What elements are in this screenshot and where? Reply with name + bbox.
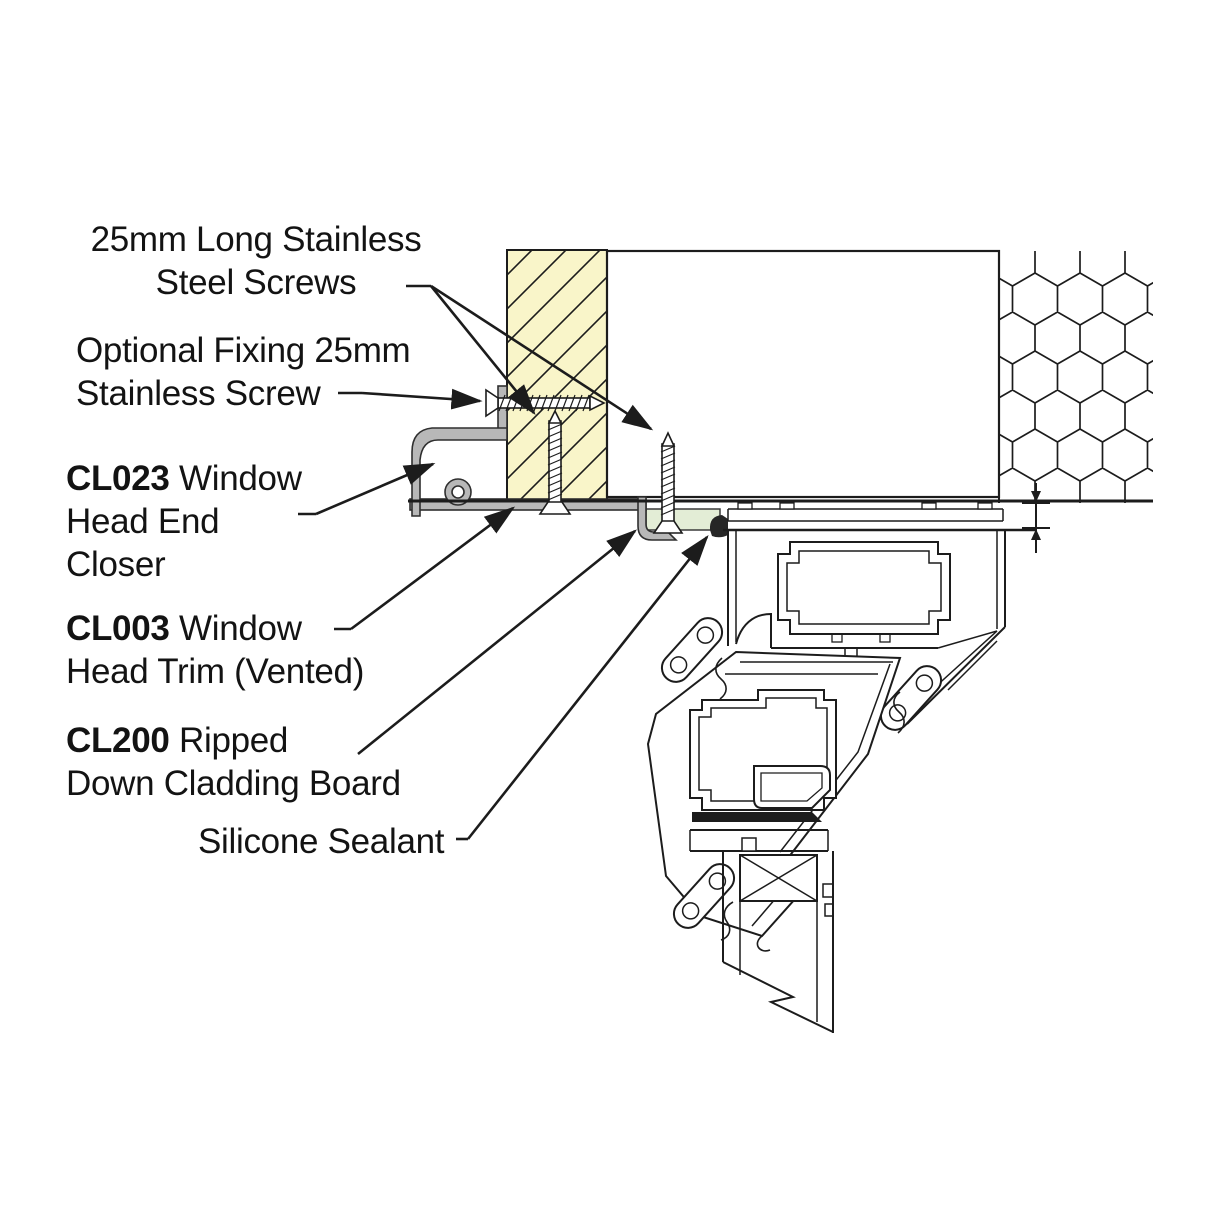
label-cl200: CL200 Ripped Down Cladding Board: [66, 719, 401, 805]
label-line: Stainless Screw: [76, 374, 321, 413]
label-line: Head Trim (Vented): [66, 652, 365, 691]
cl023-end-closer: [411, 385, 508, 517]
leader-cl003: [350, 506, 516, 631]
cl200-cladding-board: [645, 508, 721, 531]
leader-optional: [361, 388, 483, 410]
label-cl023: CL023 Window Head End Closer: [66, 457, 302, 586]
blockwork-hatch: [998, 251, 1153, 503]
glazing-unit: [722, 851, 834, 1033]
glazing-bead-top-left: [660, 617, 727, 700]
window-sash-profile: [646, 650, 902, 952]
screw-horizontal-optional: [485, 388, 606, 418]
label-line: Head End: [66, 502, 220, 541]
leader-cl200: [357, 529, 638, 756]
label-line: Closer: [66, 545, 166, 584]
window-frame-head-profile: [723, 502, 1036, 725]
label-25mm-screws: 25mm Long Stainless Steel Screws: [55, 218, 457, 304]
leader-sealant: [466, 534, 709, 840]
label-line: CL200 Ripped: [66, 721, 289, 760]
label-cl003: CL003 Window Head Trim (Vented): [66, 607, 364, 693]
leader-cl023: [315, 462, 436, 516]
silicone-sealant: [709, 515, 728, 538]
label-line: 25mm Long Stainless: [90, 220, 422, 259]
screw-vertical-left: [538, 409, 572, 515]
label-line: CL023 Window: [66, 459, 302, 498]
leader-screws-1: [429, 285, 536, 416]
screw-vertical-right: [652, 431, 684, 534]
leader-arrows: [298, 284, 709, 841]
label-line: Optional Fixing 25mm: [76, 331, 411, 370]
label-line: Steel Screws: [155, 263, 357, 302]
label-line: CL003 Window: [66, 609, 302, 648]
label-line: Down Cladding Board: [66, 764, 401, 803]
leader-screws-2: [430, 284, 654, 431]
frame-gasket-right: [879, 665, 943, 734]
label-line: Silicone Sealant: [198, 822, 445, 861]
glazing-bead-bottom-left: [672, 863, 736, 941]
label-optional-fixing: Optional Fixing 25mm Stainless Screw: [76, 329, 456, 415]
gap-dimension: [1022, 483, 1050, 553]
label-silicone-sealant: Silicone Sealant: [198, 820, 445, 863]
